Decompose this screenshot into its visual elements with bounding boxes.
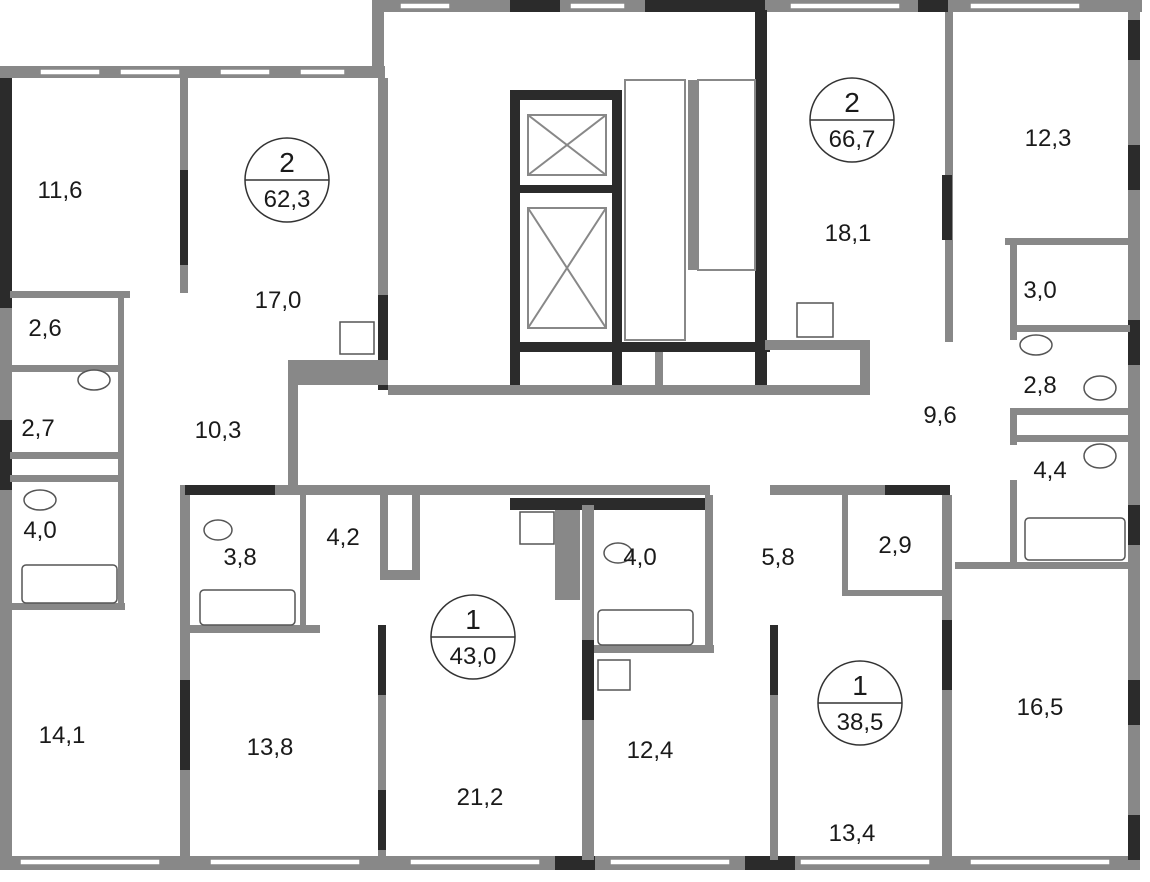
apartment-rooms: 1 [852,670,868,701]
room-area: 4,0 [23,517,56,544]
room-area: 13,4 [829,820,876,847]
room-area: 3,0 [1023,277,1056,304]
room-area: 12,3 [1025,125,1072,152]
room-area: 5,8 [761,544,794,571]
apartment-badge-1: 2 62,3 [244,137,330,223]
apartment-badge-3: 1 43,0 [430,594,516,680]
apartment-area: 38,5 [837,709,884,736]
apartment-area: 62,3 [264,186,311,213]
room-area: 10,3 [195,417,242,444]
room-area: 3,8 [223,544,256,571]
room-area: 9,6 [923,402,956,429]
apartment-rooms: 1 [465,604,481,635]
room-area: 2,9 [878,532,911,559]
room-labels: 11,6 17,0 2,6 2,7 10,3 4,0 3,8 4,2 14,1 … [21,125,1071,847]
room-area: 2,6 [28,315,61,342]
room-area: 4,0 [623,544,656,571]
room-area: 13,8 [247,734,294,761]
apartment-area: 43,0 [450,643,497,670]
room-area: 17,0 [255,287,302,314]
room-area: 2,7 [21,415,54,442]
room-area: 14,1 [39,722,86,749]
apartment-badge-4: 1 38,5 [817,660,903,746]
room-area: 18,1 [825,220,872,247]
walls [0,0,1142,870]
apartment-rooms: 2 [279,147,295,178]
room-area: 21,2 [457,784,504,811]
room-area: 11,6 [38,177,83,204]
fixtures [21,302,1126,691]
apartment-rooms: 2 [844,87,860,118]
apartment-badge-2: 2 66,7 [809,77,895,163]
apartment-area: 66,7 [829,126,876,153]
room-area: 16,5 [1017,694,1064,721]
room-area: 12,4 [627,737,674,764]
room-area: 2,8 [1023,372,1056,399]
room-area: 4,2 [326,524,359,551]
room-area: 4,4 [1033,457,1066,484]
